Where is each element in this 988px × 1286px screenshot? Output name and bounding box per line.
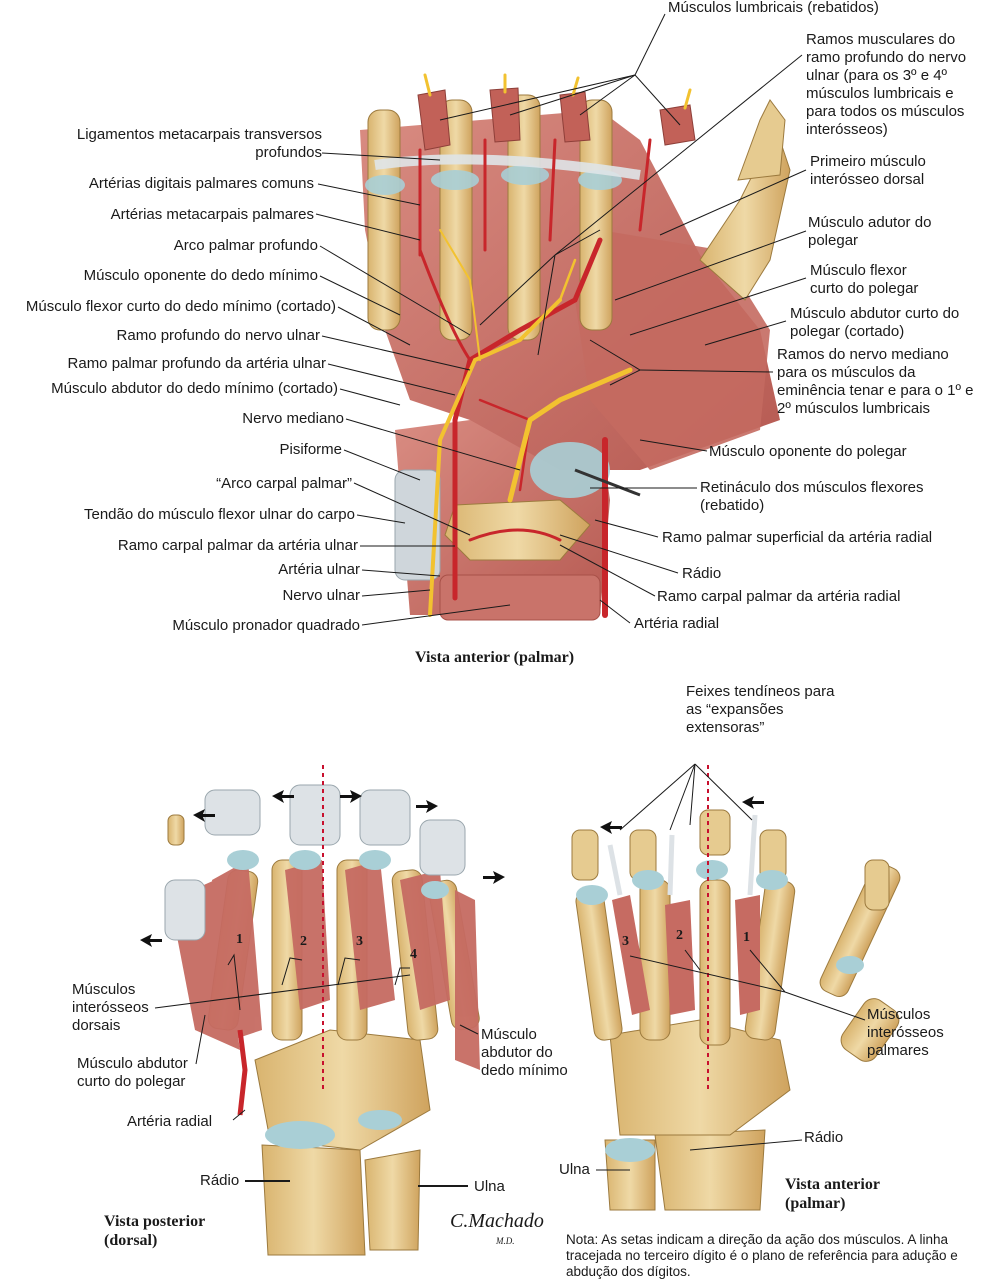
number-3-palmar: 3 xyxy=(622,934,629,949)
label-ramos-nervo-mediano: Ramos do nervo mediano para os músculos … xyxy=(777,346,974,417)
label-arteria-ulnar: Artéria ulnar xyxy=(278,561,360,578)
label-ligamentos-metacarpais: Ligamentos metacarpais transversos profu… xyxy=(76,126,322,161)
label-arco-carpal-palmar: “Arco carpal palmar” xyxy=(216,475,352,492)
label-arteria-radial-top: Artéria radial xyxy=(634,615,720,632)
label-arterias-metacarpais: Artérias metacarpais palmares xyxy=(110,206,314,223)
label-ulna-dorsal: Ulna xyxy=(474,1178,505,1195)
label-ulna-palmar: Ulna xyxy=(559,1161,590,1178)
artist-signature: C.Machado xyxy=(450,1210,544,1232)
bottom-left-leader-lines xyxy=(154,953,479,1187)
label-pronador-quadrado: Músculo pronador quadrado xyxy=(172,617,360,634)
label-musculos-lumbricais: Músculos lumbricais (rebatidos) xyxy=(668,0,879,16)
label-ramo-profundo-nervo-ulnar: Ramo profundo do nervo ulnar xyxy=(116,327,320,344)
bottom-right-hand-illustration xyxy=(571,765,901,1211)
number-1-palmar: 1 xyxy=(743,930,750,945)
artist-signature-suffix: M.D. xyxy=(496,1236,515,1246)
label-nervo-ulnar: Nervo ulnar xyxy=(282,587,360,604)
label-arco-palmar-profundo: Arco palmar profundo xyxy=(173,237,318,254)
label-oponente-polegar: Músculo oponente do polegar xyxy=(709,443,907,460)
label-abdutor-dedo-minimo-dorsal: Músculo abdutor do dedo mínimo xyxy=(481,1026,568,1079)
label-flexor-curto-polegar: Músculo flexor curto do polegar xyxy=(810,262,919,297)
bottom-right-leader-lines xyxy=(596,763,866,1171)
label-nervo-mediano: Nervo mediano xyxy=(242,410,344,427)
label-ramos-musculares: Ramos musculares do ramo profundo do ner… xyxy=(806,31,967,138)
label-adutor-polegar: Músculo adutor do polegar xyxy=(808,214,932,249)
label-tendao-flexor-ulnar: Tendão do músculo flexor ulnar do carpo xyxy=(84,506,355,523)
label-pisiforme: Pisiforme xyxy=(279,441,342,458)
label-radio-dorsal: Rádio xyxy=(200,1172,240,1189)
top-leader-lines xyxy=(315,13,807,626)
label-ramo-carpal-arteria-radial: Ramo carpal palmar da artéria radial xyxy=(657,588,901,605)
caption-bottom-left: Vista posterior (dorsal) xyxy=(104,1213,205,1249)
label-ramo-carpal-arteria-ulnar: Ramo carpal palmar da artéria ulnar xyxy=(117,537,358,554)
label-radio-top: Rádio xyxy=(682,565,722,582)
number-2-palmar: 2 xyxy=(676,928,683,943)
label-abdutor-curto-polegar: Músculo abdutor curto do polegar (cortad… xyxy=(790,305,960,340)
label-primeiro-interosseo: Primeiro músculo interósseo dorsal xyxy=(810,153,926,188)
top-hand-illustration xyxy=(360,73,791,621)
note-text: Nota: As setas indicam a direção da ação… xyxy=(566,1232,958,1279)
label-interosseos-palmares: Músculos interósseos palmares xyxy=(867,1006,944,1059)
number-1-dorsal: 1 xyxy=(236,932,243,947)
number-4-dorsal: 4 xyxy=(410,947,417,962)
label-retinaculo: Retináculo dos músculos flexores (rebati… xyxy=(700,479,924,514)
label-arterias-digitais: Artérias digitais palmares comuns xyxy=(88,175,314,192)
label-feixes-tendineos: Feixes tendíneos para as “expansões exte… xyxy=(686,683,835,736)
label-arteria-radial-dorsal: Artéria radial xyxy=(127,1113,213,1130)
label-ramo-palmar-superficial: Ramo palmar superficial da artéria radia… xyxy=(662,529,933,546)
number-3-dorsal: 3 xyxy=(356,934,363,949)
label-abdutor-curto-polegar-dorsal: Músculo abdutor curto do polegar xyxy=(77,1055,188,1090)
number-2-dorsal: 2 xyxy=(300,934,307,949)
label-flexor-curto-dedo-minimo: Músculo flexor curto do dedo mínimo (cor… xyxy=(25,298,336,315)
bottom-left-hand-illustration xyxy=(140,765,505,1256)
caption-top: Vista anterior (palmar) xyxy=(415,649,575,666)
label-abdutor-dedo-minimo: Músculo abdutor do dedo mínimo (cortado) xyxy=(51,380,338,397)
label-ramo-palmar-profundo: Ramo palmar profundo da artéria ulnar xyxy=(67,355,326,372)
label-interosseos-dorsais: Músculos interósseos dorsais xyxy=(72,981,149,1034)
caption-bottom-right: Vista anterior (palmar) xyxy=(785,1176,880,1212)
label-radio-palmar: Rádio xyxy=(804,1129,844,1146)
label-oponente-dedo-minimo: Músculo oponente do dedo mínimo xyxy=(83,267,318,284)
